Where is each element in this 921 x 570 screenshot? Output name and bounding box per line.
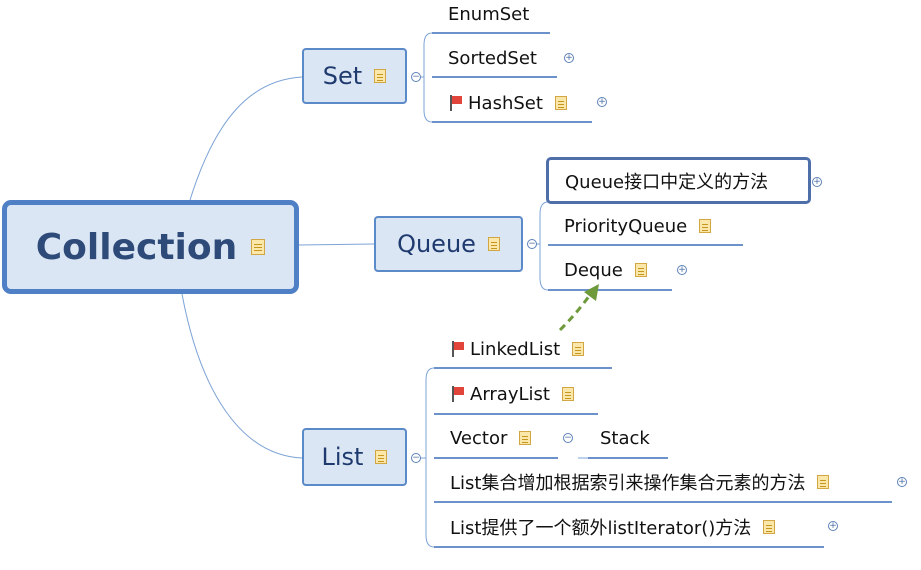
leaf-list-index-methods[interactable]: List集合增加根据索引来操作集合元素的方法 bbox=[450, 471, 830, 494]
leaf-label: Vector bbox=[450, 427, 508, 449]
leaf-label: Stack bbox=[600, 427, 650, 449]
root-topic-collection[interactable]: Collection bbox=[2, 200, 299, 294]
topic-queue[interactable]: Queue bbox=[374, 216, 523, 272]
leaf-arraylist[interactable]: ArrayList bbox=[452, 383, 574, 405]
note-icon[interactable] bbox=[374, 69, 387, 83]
topic-list[interactable]: List bbox=[302, 428, 407, 486]
note-icon[interactable] bbox=[817, 475, 830, 489]
note-icon[interactable] bbox=[699, 219, 712, 233]
note-icon[interactable] bbox=[554, 96, 567, 110]
connector-root-set bbox=[189, 76, 303, 201]
expand-icon[interactable]: + bbox=[828, 521, 838, 531]
leaf-priorityqueue[interactable]: PriorityQueue bbox=[564, 215, 712, 237]
leaf-label: ArrayList bbox=[470, 383, 550, 405]
topic-list-label: List bbox=[321, 443, 364, 471]
collapse-icon[interactable]: − bbox=[411, 453, 421, 463]
note-icon[interactable] bbox=[519, 431, 532, 445]
leaf-vector[interactable]: Vector bbox=[450, 427, 532, 449]
leaf-label: EnumSet bbox=[448, 3, 530, 25]
leaf-stack[interactable]: Stack bbox=[600, 427, 650, 449]
connector-root-list bbox=[181, 293, 303, 459]
flag-icon bbox=[452, 386, 464, 402]
expand-icon[interactable]: + bbox=[897, 477, 907, 487]
leaf-list-iterator[interactable]: List提供了一个额外listIterator()方法 bbox=[450, 516, 776, 539]
relation-arrow bbox=[558, 291, 594, 332]
root-topic-label: Collection bbox=[35, 226, 238, 268]
note-icon[interactable] bbox=[572, 342, 585, 356]
collapse-icon[interactable]: − bbox=[527, 239, 537, 249]
leaf-label: Deque bbox=[564, 259, 623, 281]
collapse-icon[interactable]: − bbox=[411, 72, 421, 82]
flag-icon bbox=[452, 341, 464, 357]
leaf-queue-methods[interactable]: Queue接口中定义的方法 bbox=[546, 157, 811, 204]
leaf-label: SortedSet bbox=[448, 47, 537, 69]
note-icon[interactable] bbox=[251, 239, 266, 255]
expand-icon[interactable]: + bbox=[597, 97, 607, 107]
leaf-label: List提供了一个额外listIterator()方法 bbox=[450, 518, 752, 539]
leaf-label: PriorityQueue bbox=[564, 215, 688, 237]
connector-set-children bbox=[423, 32, 433, 123]
note-icon[interactable] bbox=[634, 263, 647, 277]
leaf-enumset[interactable]: EnumSet bbox=[448, 3, 529, 25]
connector-root-queue bbox=[298, 243, 375, 246]
collapse-icon[interactable]: − bbox=[563, 433, 573, 443]
leaf-deque[interactable]: Deque bbox=[564, 259, 647, 281]
leaf-sortedset[interactable]: SortedSet bbox=[448, 47, 537, 69]
expand-icon[interactable]: + bbox=[564, 53, 574, 63]
leaf-linkedlist[interactable]: LinkedList bbox=[452, 338, 585, 360]
topic-queue-label: Queue bbox=[397, 230, 476, 258]
connector-list-children bbox=[425, 367, 435, 548]
note-icon[interactable] bbox=[561, 387, 574, 401]
leaf-label: Queue接口中定义的方法 bbox=[565, 171, 769, 193]
topic-set[interactable]: Set bbox=[302, 48, 407, 104]
note-icon[interactable] bbox=[375, 450, 388, 464]
flag-icon bbox=[450, 95, 462, 111]
leaf-label: HashSet bbox=[468, 92, 543, 114]
expand-icon[interactable]: + bbox=[677, 265, 687, 275]
connector-queue-children bbox=[539, 201, 549, 291]
leaf-label: LinkedList bbox=[470, 338, 561, 360]
leaf-hashset[interactable]: HashSet bbox=[450, 92, 567, 114]
note-icon[interactable] bbox=[487, 237, 500, 251]
expand-icon[interactable]: + bbox=[812, 177, 822, 187]
leaf-label: List集合增加根据索引来操作集合元素的方法 bbox=[450, 473, 806, 494]
note-icon[interactable] bbox=[763, 520, 776, 534]
topic-set-label: Set bbox=[322, 62, 363, 90]
